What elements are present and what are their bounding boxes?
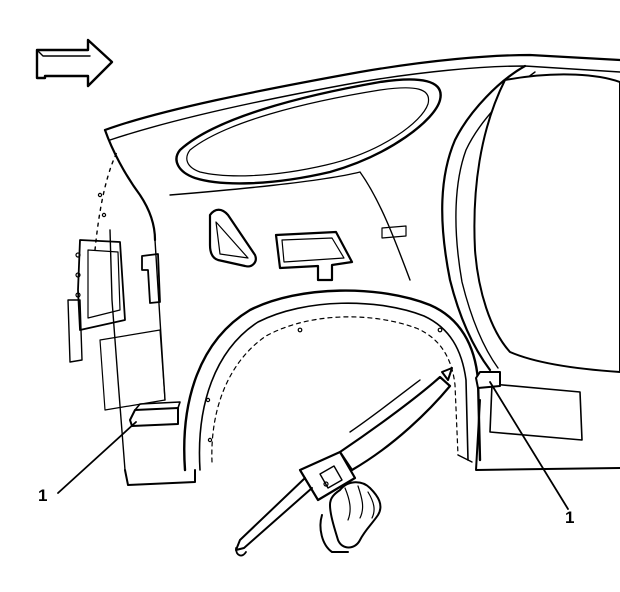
sealant-pad-right	[475, 371, 501, 389]
callout-label-right: 1	[565, 508, 575, 527]
leader-line-right	[489, 381, 569, 510]
sealant-pad-left	[129, 401, 181, 427]
arrow-right-icon	[35, 38, 114, 88]
leader-line-left	[57, 421, 137, 494]
wheel-well-arch	[183, 289, 482, 472]
caulking-gun-icon	[235, 367, 453, 557]
quarter-panel-body	[67, 53, 620, 486]
callout-label-left: 1	[38, 486, 48, 505]
